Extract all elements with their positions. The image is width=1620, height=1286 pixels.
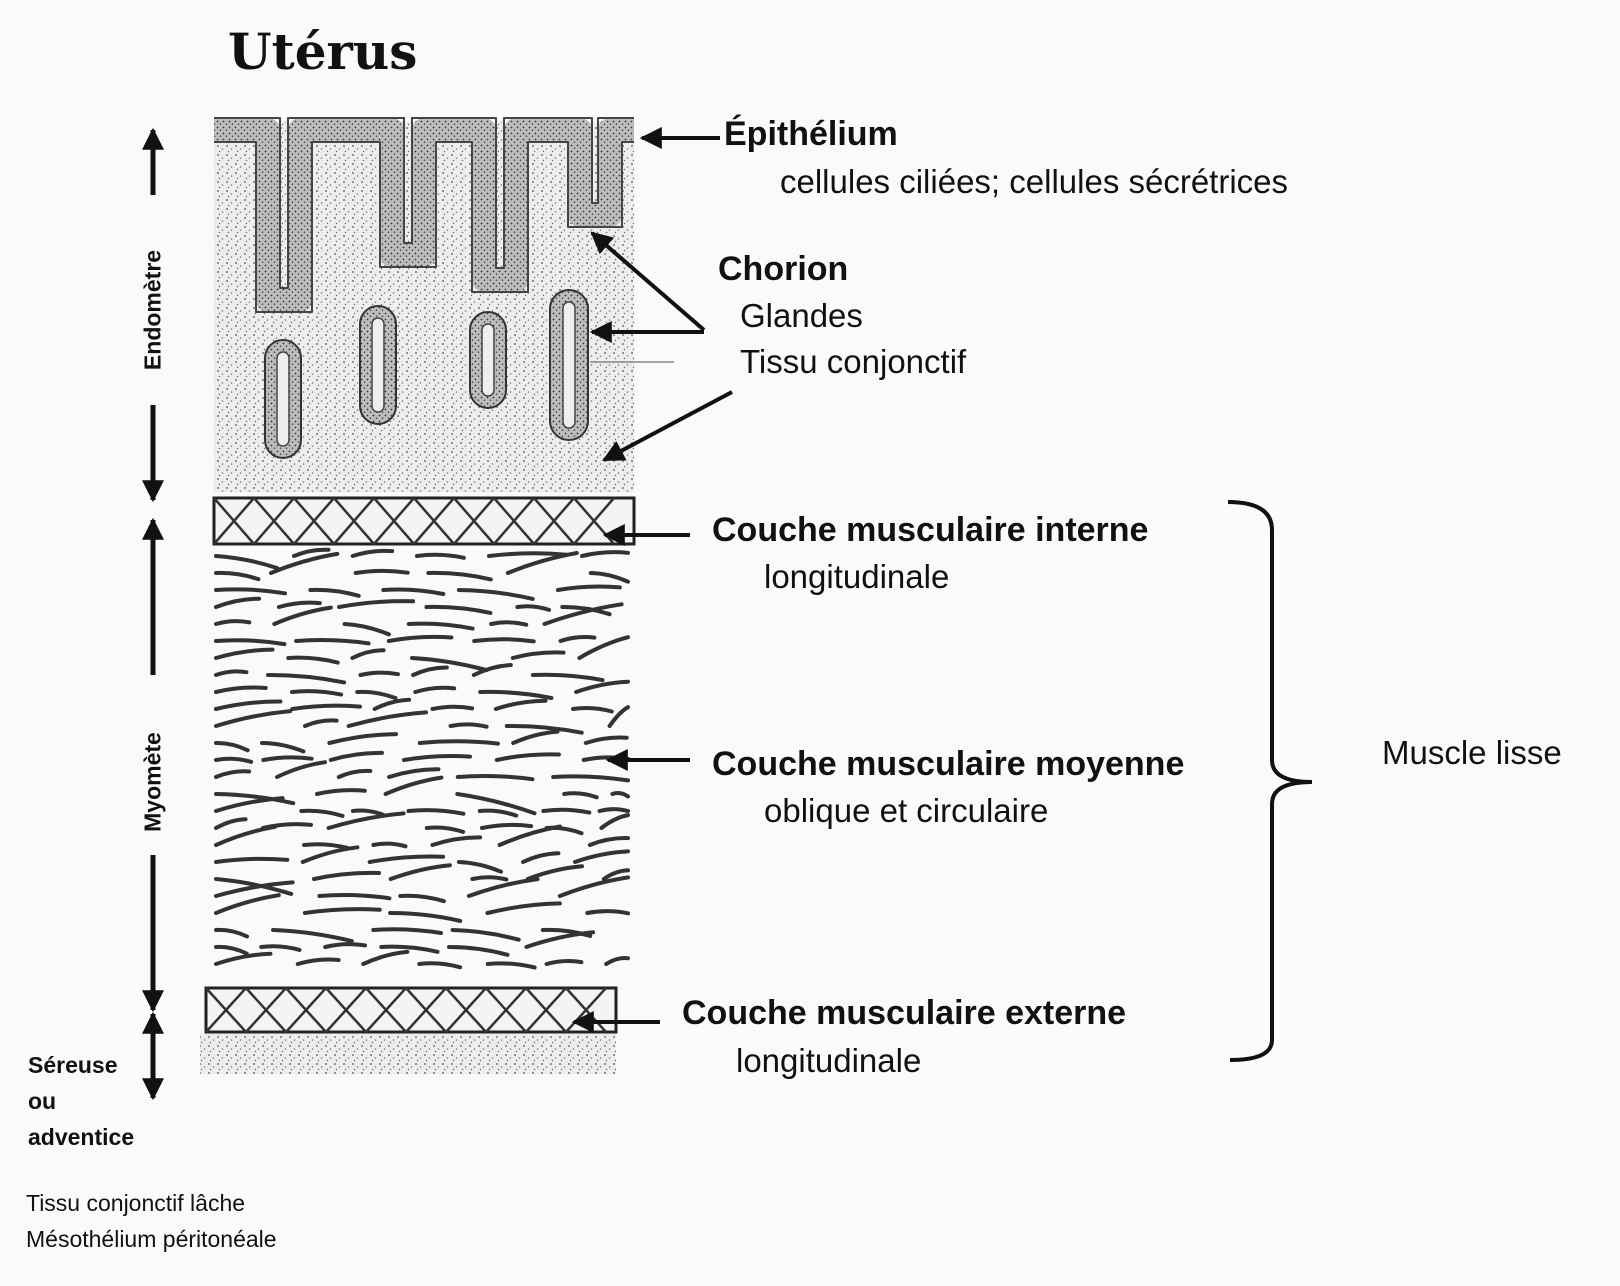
layer-sereuse-line2: ou — [28, 1088, 57, 1114]
outer-muscle-band — [204, 986, 618, 1034]
footnote-line2: Mésothélium péritonéale — [26, 1226, 277, 1252]
chorion-pointer-1 — [590, 231, 706, 332]
chorion-pointer-3 — [602, 390, 733, 462]
label-couche-interne: Couche musculaire interne — [712, 511, 1149, 549]
layer-sereuse-line3: adventice — [28, 1124, 135, 1150]
layer-myometre: Myomète — [139, 732, 166, 832]
epithelium-crypts — [214, 118, 634, 312]
label-couche-externe: Couche musculaire externe — [682, 994, 1127, 1032]
label-chorion: Chorion — [718, 250, 849, 288]
label-couche-externe-desc: longitudinale — [736, 1042, 922, 1079]
layer-sereuse-line1: Séreuse — [28, 1052, 118, 1078]
label-chorion-glandes: Glandes — [740, 297, 863, 334]
label-epithelium: Épithélium — [724, 115, 898, 153]
middle-muscle-fibers — [214, 547, 630, 970]
label-chorion-tissu: Tissu conjonctif — [740, 343, 967, 380]
label-epithelium-desc: cellules ciliées; cellules sécrétrices — [780, 163, 1289, 200]
label-couche-interne-desc: longitudinale — [764, 558, 950, 595]
label-muscle-lisse: Muscle lisse — [1382, 734, 1562, 771]
muscle-brace — [1227, 500, 1313, 1062]
serosa-block — [200, 1034, 616, 1074]
footnote-line1: Tissu conjonctif lâche — [26, 1190, 246, 1216]
label-couche-moyenne: Couche musculaire moyenne — [712, 745, 1185, 783]
layer-endometre: Endomètre — [139, 249, 166, 371]
label-couche-moyenne-desc: oblique et circulaire — [764, 792, 1049, 829]
diagram-title: Utérus — [228, 22, 418, 81]
inner-muscle-band — [212, 496, 636, 546]
